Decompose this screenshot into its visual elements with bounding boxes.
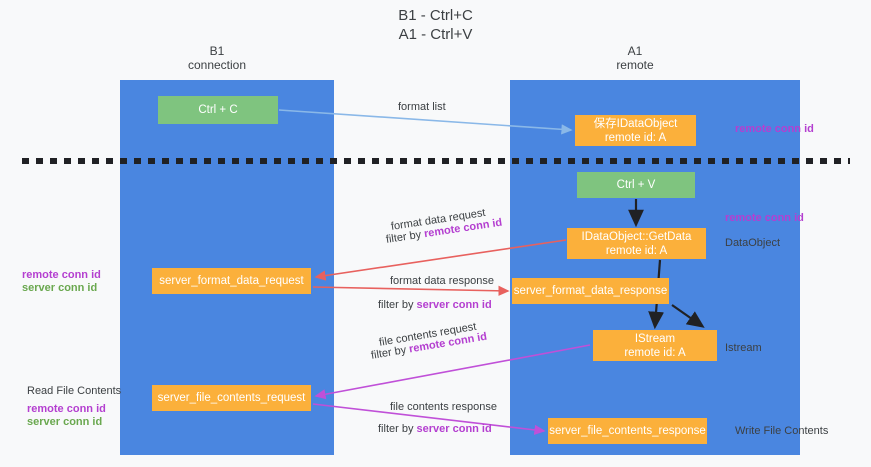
- node-server-file-contents-request-label: server_file_contents_request: [157, 392, 306, 404]
- column-header-b1: B1 connection: [142, 44, 292, 72]
- edge-label-file-contents-response: file contents response: [390, 401, 498, 413]
- column-header-b1-role: connection: [187, 58, 247, 72]
- annotation-write-file-contents: Write File Contents: [735, 425, 829, 437]
- annotation-remote-conn-id-mid: remote conn id: [725, 212, 804, 224]
- node-ctrl-c[interactable]: Ctrl + C: [158, 96, 278, 124]
- annotation-remote-conn-id-top: remote conn id: [735, 123, 814, 135]
- edge-response-to-istream: [671, 304, 705, 328]
- node-getdata-line2: remote id: A: [605, 244, 668, 257]
- node-server-format-data-response-label: server_format_data_response: [513, 285, 668, 297]
- node-save-idataobject-line1: 保存IDataObject: [593, 117, 678, 130]
- annotation-left-server-conn-id: server conn id: [22, 282, 98, 294]
- filter-prefix-fdresp: filter by: [378, 299, 417, 311]
- node-server-format-data-request[interactable]: server_format_data_request: [152, 268, 311, 294]
- column-header-a1: A1 remote: [560, 44, 710, 72]
- diagram-title: B1 - Ctrl+C A1 - Ctrl+V: [0, 6, 871, 44]
- node-server-file-contents-request[interactable]: server_file_contents_request: [152, 385, 311, 411]
- annotation-left-remote-conn-id-2: remote conn id: [27, 403, 106, 415]
- edge-label-format-list: format list: [398, 101, 446, 113]
- node-save-idataobject[interactable]: 保存IDataObject remote id: A: [575, 115, 696, 146]
- edge-format-data-request: [314, 239, 567, 281]
- node-istream-line1: IStream: [634, 332, 676, 345]
- edge-format-list: [278, 109, 573, 135]
- column-header-b1-name: B1: [209, 44, 225, 58]
- filter-prefix-fcresp: filter by: [378, 423, 417, 435]
- column-header-a1-name: A1: [627, 44, 643, 58]
- annotation-istream: Istream: [725, 342, 762, 354]
- edge-label-format-data-response: format data response: [390, 275, 494, 287]
- edge-label-file-contents-response-filter: filter by server conn id: [378, 422, 492, 436]
- node-save-idataobject-line2: remote id: A: [604, 131, 667, 144]
- title-line-2: A1 - Ctrl+V: [398, 26, 473, 43]
- node-getdata-line1: IDataObject::GetData: [581, 230, 692, 243]
- node-server-format-data-response[interactable]: server_format_data_response: [512, 278, 669, 304]
- node-istream-line2: remote id: A: [624, 346, 686, 359]
- node-istream[interactable]: IStream remote id: A: [593, 330, 717, 361]
- node-ctrl-c-label: Ctrl + C: [198, 104, 238, 116]
- node-idataobject-getdata[interactable]: IDataObject::GetData remote id: A: [567, 228, 706, 259]
- filter-key-fdresp: server conn id: [416, 299, 492, 311]
- node-server-file-contents-response[interactable]: server_file_contents_response: [548, 418, 707, 444]
- annotation-left-remote-conn-id: remote conn id: [22, 269, 101, 281]
- annotation-read-file-contents: Read File Contents: [27, 385, 122, 397]
- edge-file-contents-request: [314, 344, 591, 400]
- edge-file-contents-response: [312, 403, 546, 435]
- annotation-dataobject: DataObject: [725, 237, 781, 249]
- edge-label-format-data-response-filter: filter by server conn id: [378, 298, 492, 312]
- title-line-1: B1 - Ctrl+C: [398, 7, 473, 24]
- node-server-file-contents-response-label: server_file_contents_response: [549, 425, 706, 437]
- filter-key-fcresp: server conn id: [416, 423, 492, 435]
- node-server-format-data-request-label: server_format_data_request: [159, 275, 304, 287]
- column-header-a1-role: remote: [616, 58, 654, 72]
- node-ctrl-v-label: Ctrl + V: [616, 179, 656, 191]
- edge-format-data-response: [312, 285, 510, 296]
- node-ctrl-v[interactable]: Ctrl + V: [577, 172, 695, 198]
- annotation-left-server-conn-id-2: server conn id: [27, 416, 103, 428]
